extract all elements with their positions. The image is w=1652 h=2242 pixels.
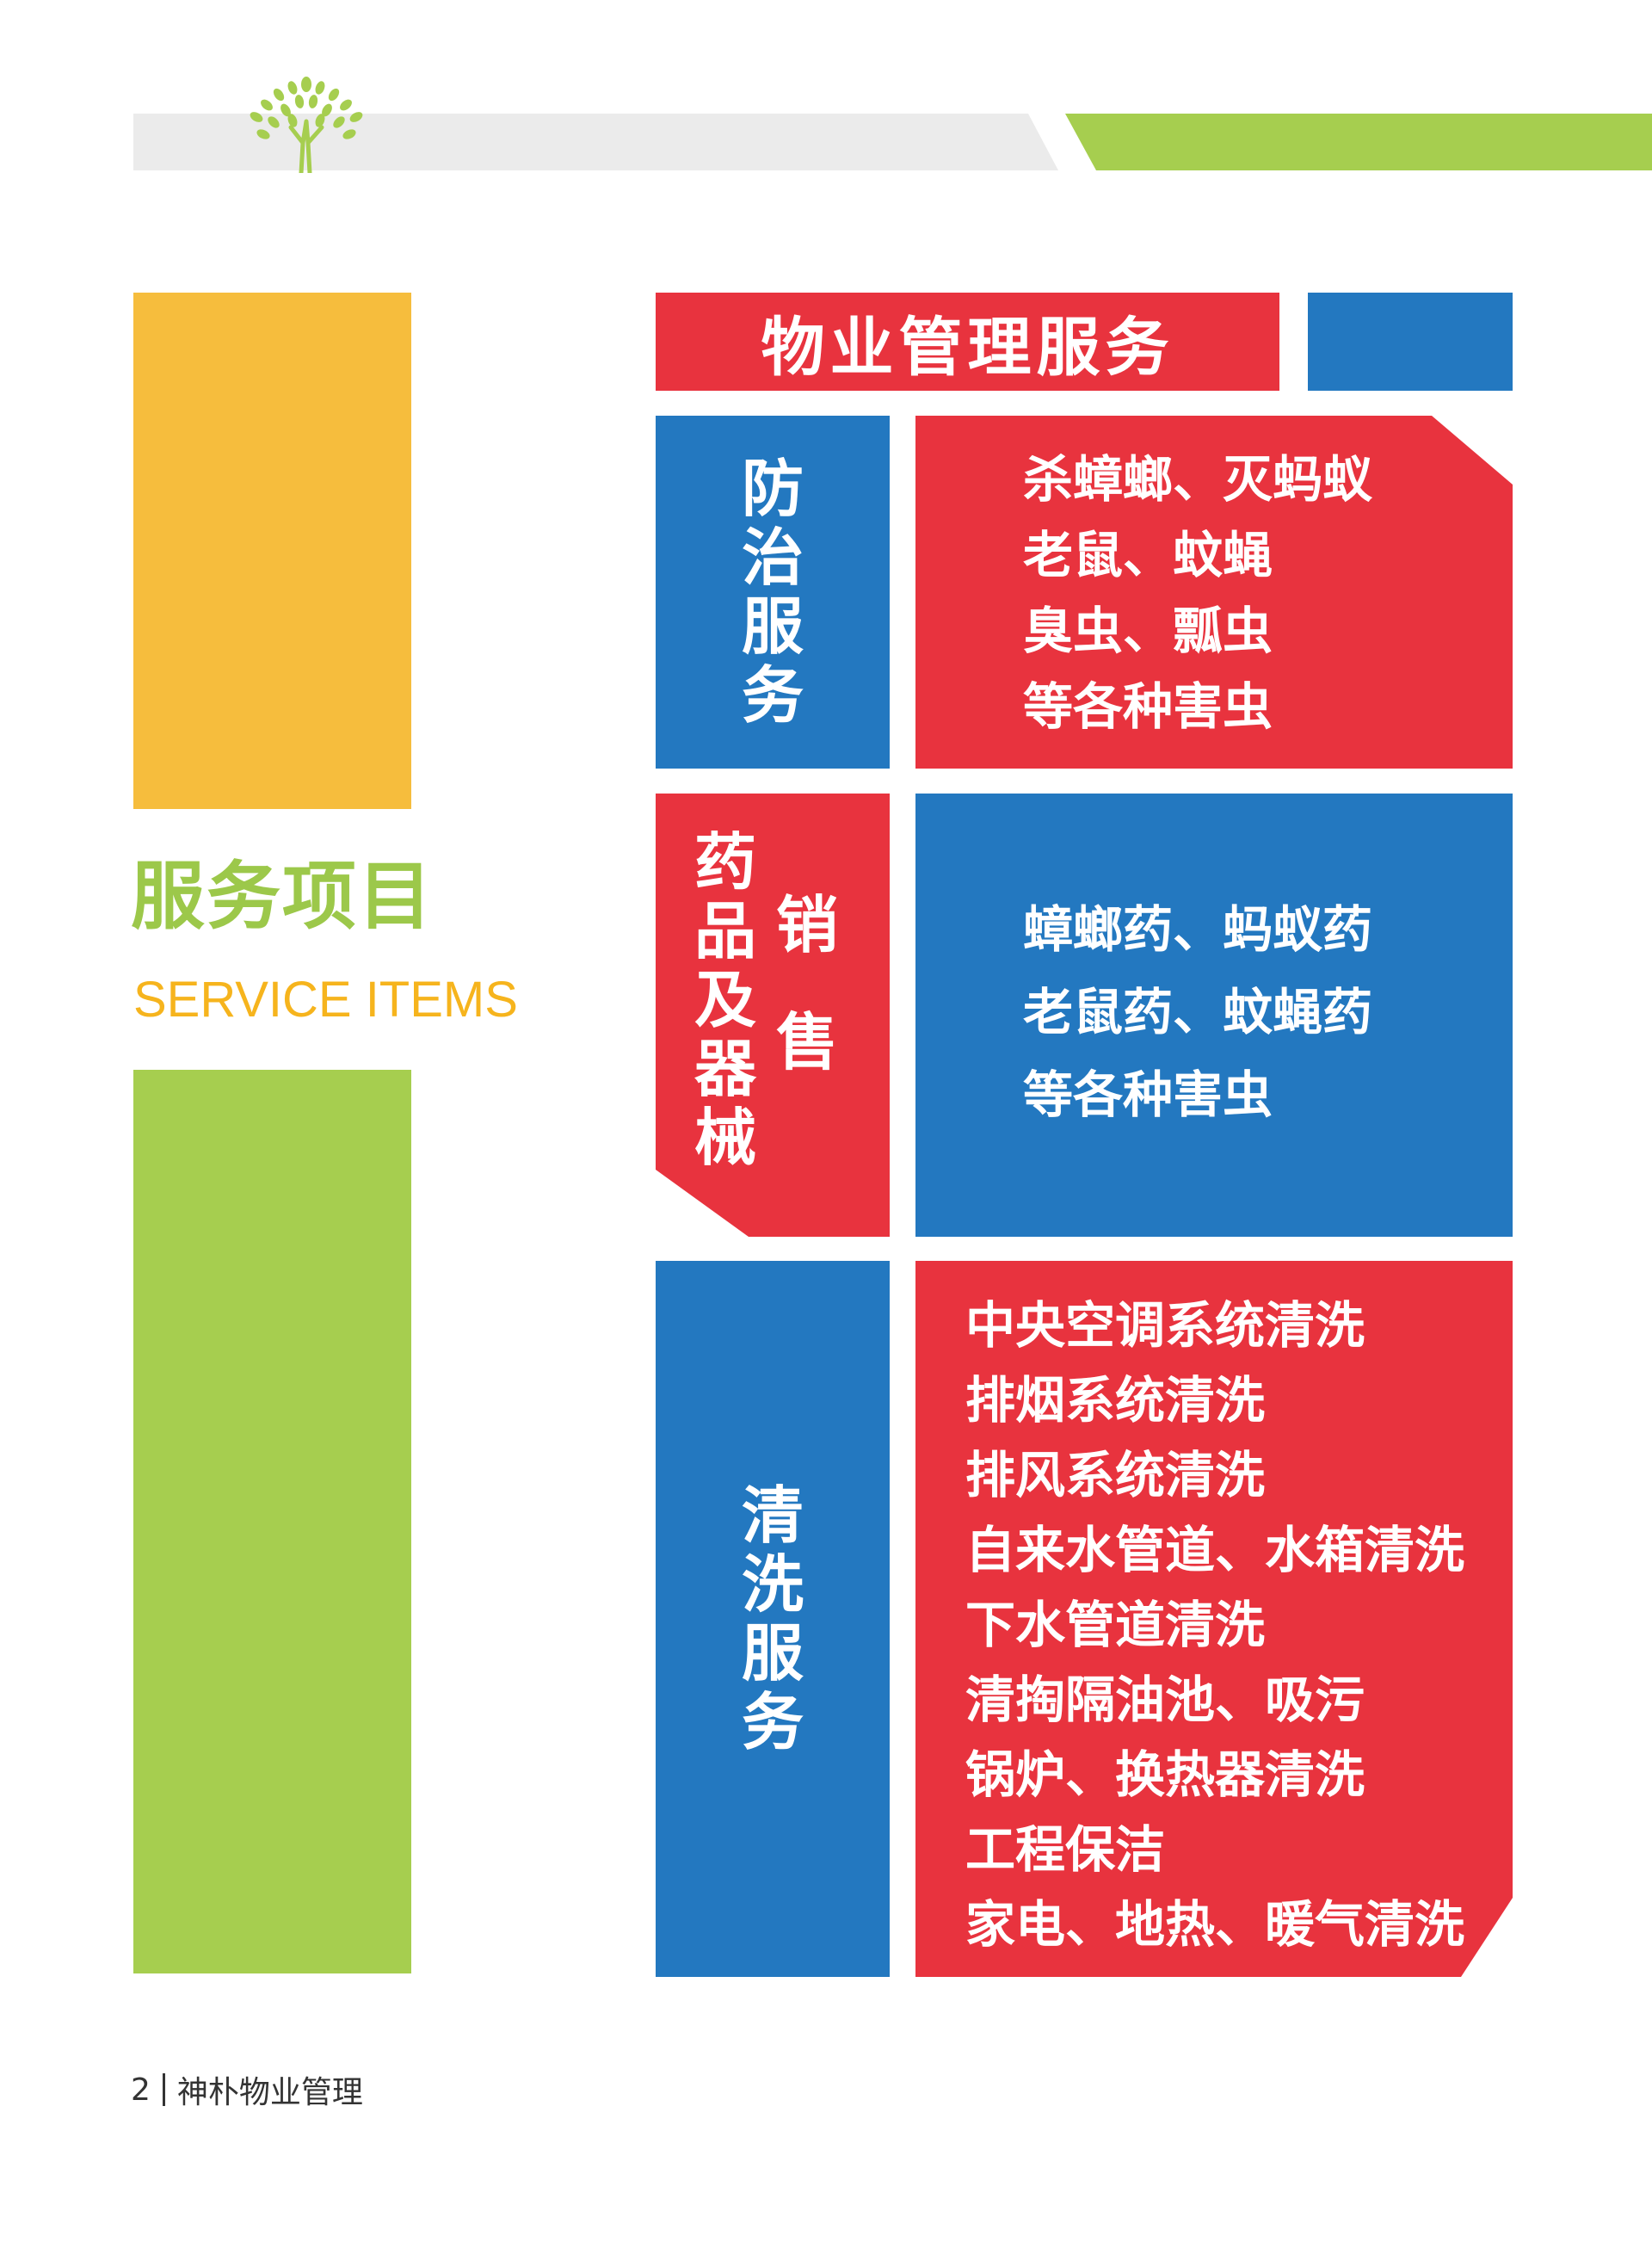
category-label-product-sales: 药 品 及 器 械 销 售 [656,794,890,1237]
decor-bar-orange [133,293,411,809]
page-footer: 2 神朴物业管理 [131,2067,363,2112]
label-column-1: 药 品 及 器 械 [694,828,756,1172]
service-item: 排烟系统清洗 [965,1371,1266,1430]
service-item: 家电、地热、暖气清洗 [965,1895,1465,1954]
service-item: 等各种害虫 [1023,677,1273,736]
category-content-product-sales: 蟑螂药、蚂蚁药 老鼠药、蚊蝇药 等各种害虫 [915,794,1513,1237]
label-column-2: 销 售 [776,889,839,1129]
decor-bar-green [133,1070,411,1973]
service-item: 自来水管道、水箱清洗 [965,1521,1465,1579]
label-char: 务 [741,1686,804,1758]
label-char: 及 [694,964,757,1036]
title-accent-block [1308,293,1513,391]
label-char: 服 [741,590,804,663]
service-item: 排风系统清洗 [965,1446,1266,1504]
label-char: 售 [776,1006,839,1078]
service-item: 老鼠药、蚊蝇药 [1023,983,1373,1041]
service-item: 杀蟑螂、灭蚂蚁 [1023,450,1373,509]
service-item: 工程保洁 [965,1820,1166,1879]
category-label-pest-control: 防 治 服 务 [656,416,890,769]
section-title-cn: 服务项目 [131,854,434,940]
service-item: 锅炉、换热器清洗 [965,1745,1365,1804]
label-char: 品 [694,895,757,967]
service-item: 下水管道清洗 [965,1596,1266,1654]
category-content-cleaning: 中央空调系统清洗 排烟系统清洗 排风系统清洗 自来水管道、水箱清洗 下水管道清洗… [915,1261,1513,1977]
label-char: 治 [741,522,804,594]
label-char: 清 [741,1479,804,1552]
label-char: 销 [776,889,839,961]
label-char: 务 [741,659,804,732]
header-band-gray [133,114,1058,170]
category-content-pest-control: 杀蟑螂、灭蚂蚁 老鼠、蚊蝇 臭虫、瓢虫 等各种害虫 [915,416,1513,769]
section-title-en: SERVICE ITEMS [133,972,518,1028]
page-title: 物业管理服务 [656,293,1279,391]
tree-logo-icon [250,77,363,173]
header-band-green [1065,114,1652,170]
service-item: 臭虫、瓢虫 [1023,602,1273,660]
service-item: 蟑螂药、蚂蚁药 [1023,900,1373,959]
label-char: 洗 [741,1548,804,1621]
service-item: 中央空调系统清洗 [965,1296,1365,1355]
label-char: 械 [694,1102,757,1174]
service-item: 清掏隔油池、吸污 [965,1671,1365,1729]
footer-company: 神朴物业管理 [176,2075,363,2110]
page-number: 2 [131,2072,151,2108]
footer-divider [162,2073,165,2106]
label-char: 器 [694,1033,757,1105]
category-label-cleaning: 清 洗 服 务 [656,1261,890,1977]
label-char: 防 [741,453,804,525]
label-char: 服 [741,1617,804,1689]
service-item: 等各种害虫 [1023,1065,1273,1124]
service-item: 老鼠、蚊蝇 [1023,526,1273,584]
label-char: 药 [694,826,757,899]
